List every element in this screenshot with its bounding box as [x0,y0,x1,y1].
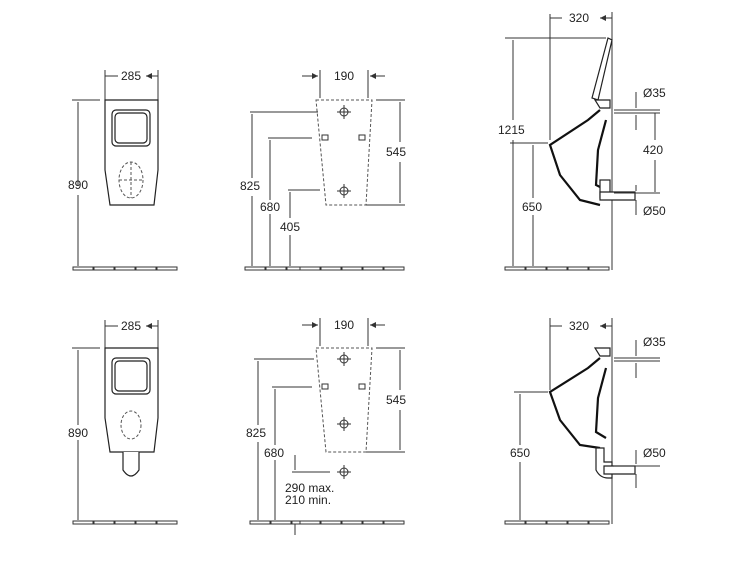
height-dimension: 545 [386,145,406,159]
dimension-680: 680 [260,200,280,214]
height-dimension: 545 [386,393,406,407]
width-dimension: 285 [121,69,141,83]
width-dimension: 285 [121,319,141,333]
outlet-min-dimension: 210 min. [285,493,331,507]
width-dimension: 190 [334,318,354,332]
depth-dimension: 320 [569,11,589,25]
rim-height-dimension: 650 [522,200,542,214]
depth-dimension: 320 [569,319,589,333]
width-dimension: 190 [334,69,354,83]
dimension-825: 825 [246,426,266,440]
bottom-front-view: 285 890 [68,319,178,525]
inlet-diameter: Ø35 [643,86,666,100]
bottom-mounting-view: 190 545 825 680 290 max. 210 min. [246,318,406,535]
height-dimension: 890 [68,426,88,440]
outlet-diameter: Ø50 [643,204,666,218]
height-dimension: 890 [68,178,88,192]
top-front-view: 285 890 [68,69,178,271]
spacing-dimension: 420 [643,143,663,157]
dimension-825: 825 [240,179,260,193]
inlet-diameter: Ø35 [643,335,666,349]
outlet-max-dimension: 290 max. [285,481,334,495]
dimension-405: 405 [280,220,300,234]
outlet-diameter: Ø50 [643,446,666,460]
dimension-680: 680 [264,446,284,460]
top-mounting-view: 190 545 825 680 405 [240,69,406,271]
bottom-side-view: 320 650 Ø35 Ø50 [504,318,666,525]
top-side-view: 320 1215 650 Ø35 420 Ø50 [498,11,666,271]
rim-height-dimension: 650 [510,446,530,460]
total-height-dimension: 1215 [498,123,525,137]
